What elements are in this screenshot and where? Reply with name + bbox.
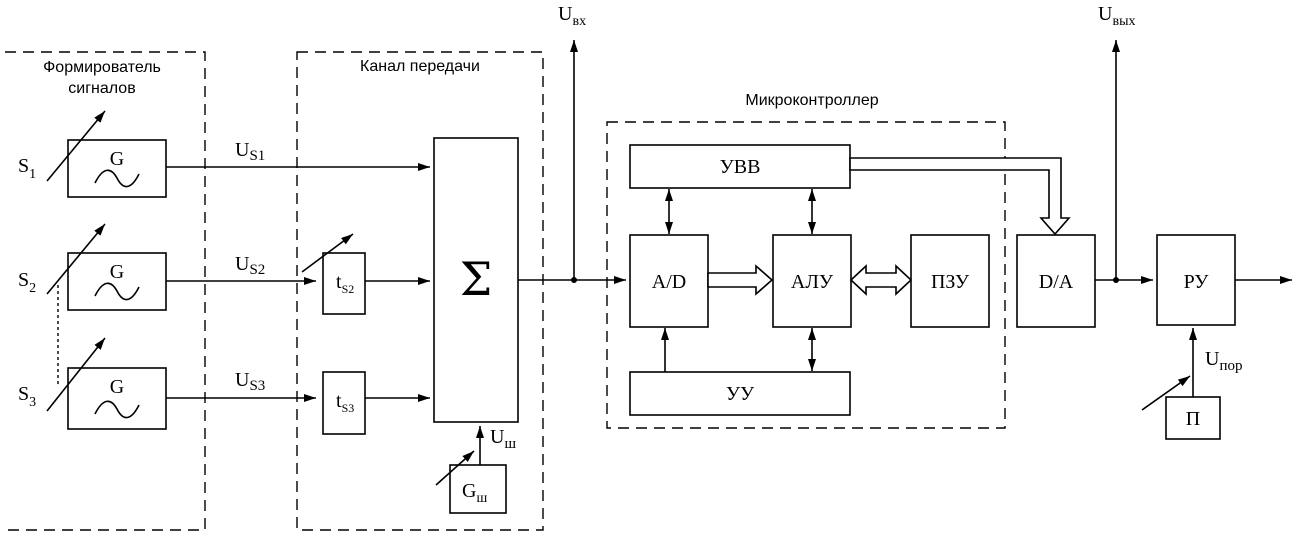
threshold-block: П [1141,375,1221,440]
signal-ush-label: Uш [490,426,516,452]
adjust-arrow-icon [1141,375,1191,411]
signal-us2-label: US2 [235,253,265,278]
generator-g1-label: G [110,148,124,170]
summator-block [433,137,519,423]
signal-us1-label: US1 [235,139,265,164]
delay-ts3-label: tS3 [336,390,354,415]
adjust-arrow-icon [435,450,475,486]
pzu-block [910,234,990,328]
adjust-arrow-icon [46,337,106,412]
generator-g3: G [46,337,167,430]
delay-ts3-block: tS3 [322,371,366,435]
signal-upor-label: Uпор [1205,348,1242,374]
mcu-group-frame [606,121,1006,429]
delay-ts2-label: tS2 [336,271,354,296]
source-s2-label: S2 [18,269,36,296]
bus-arrow-ad-alu [707,264,774,296]
channel-group-frame [296,51,544,531]
uvv-block [629,144,851,189]
source-s3-label: S3 [18,383,36,410]
adjust-arrow-icon [46,110,106,182]
generator-group-frame [5,51,206,531]
generator-g2-label: G [110,261,124,283]
source-s1-label: S1 [18,155,36,182]
noise-generator-block: Gш [435,450,507,514]
uu-block [629,371,851,416]
bus-arrow-alu-pzu [849,264,913,296]
uu-label: УУ [726,383,755,405]
adjust-arrow-icon [46,223,106,295]
threshold-label: П [1186,408,1200,430]
generator-g1: G [46,110,167,198]
signal-uout-label: Uвых [1098,3,1135,29]
ru-block [1156,234,1236,326]
adjust-arrow-icon [301,233,354,273]
channel-group-label: Канал передачи [360,58,480,75]
mcu-group-label: Микроконтроллер [745,92,878,109]
alu-block [772,234,852,328]
noise-generator-label: Gш [462,480,487,506]
alu-label: АЛУ [791,271,834,293]
sine-wave-icon [94,282,140,301]
generator-g2: G [46,223,167,311]
generator-group-label-line2: сигналов [68,80,135,97]
sigma-icon: Σ [460,252,493,306]
signal-us3-label: US3 [235,369,265,394]
signal-uin-label: Uвх [558,3,586,29]
sine-wave-icon [94,169,140,188]
uvv-label: УВВ [720,156,761,178]
sine-wave-icon [94,400,140,419]
generator-g3-label: G [110,376,124,398]
da-label: D/A [1039,271,1074,293]
pzu-label: ПЗУ [931,271,970,293]
da-block [1016,234,1096,328]
ru-label: РУ [1184,271,1210,293]
generator-group-label-line1: Формирователь [43,59,161,76]
ad-label: A/D [652,271,686,293]
bus-arrow-uvv-da [849,157,1071,236]
delay-ts2-block: tS2 [301,233,366,315]
